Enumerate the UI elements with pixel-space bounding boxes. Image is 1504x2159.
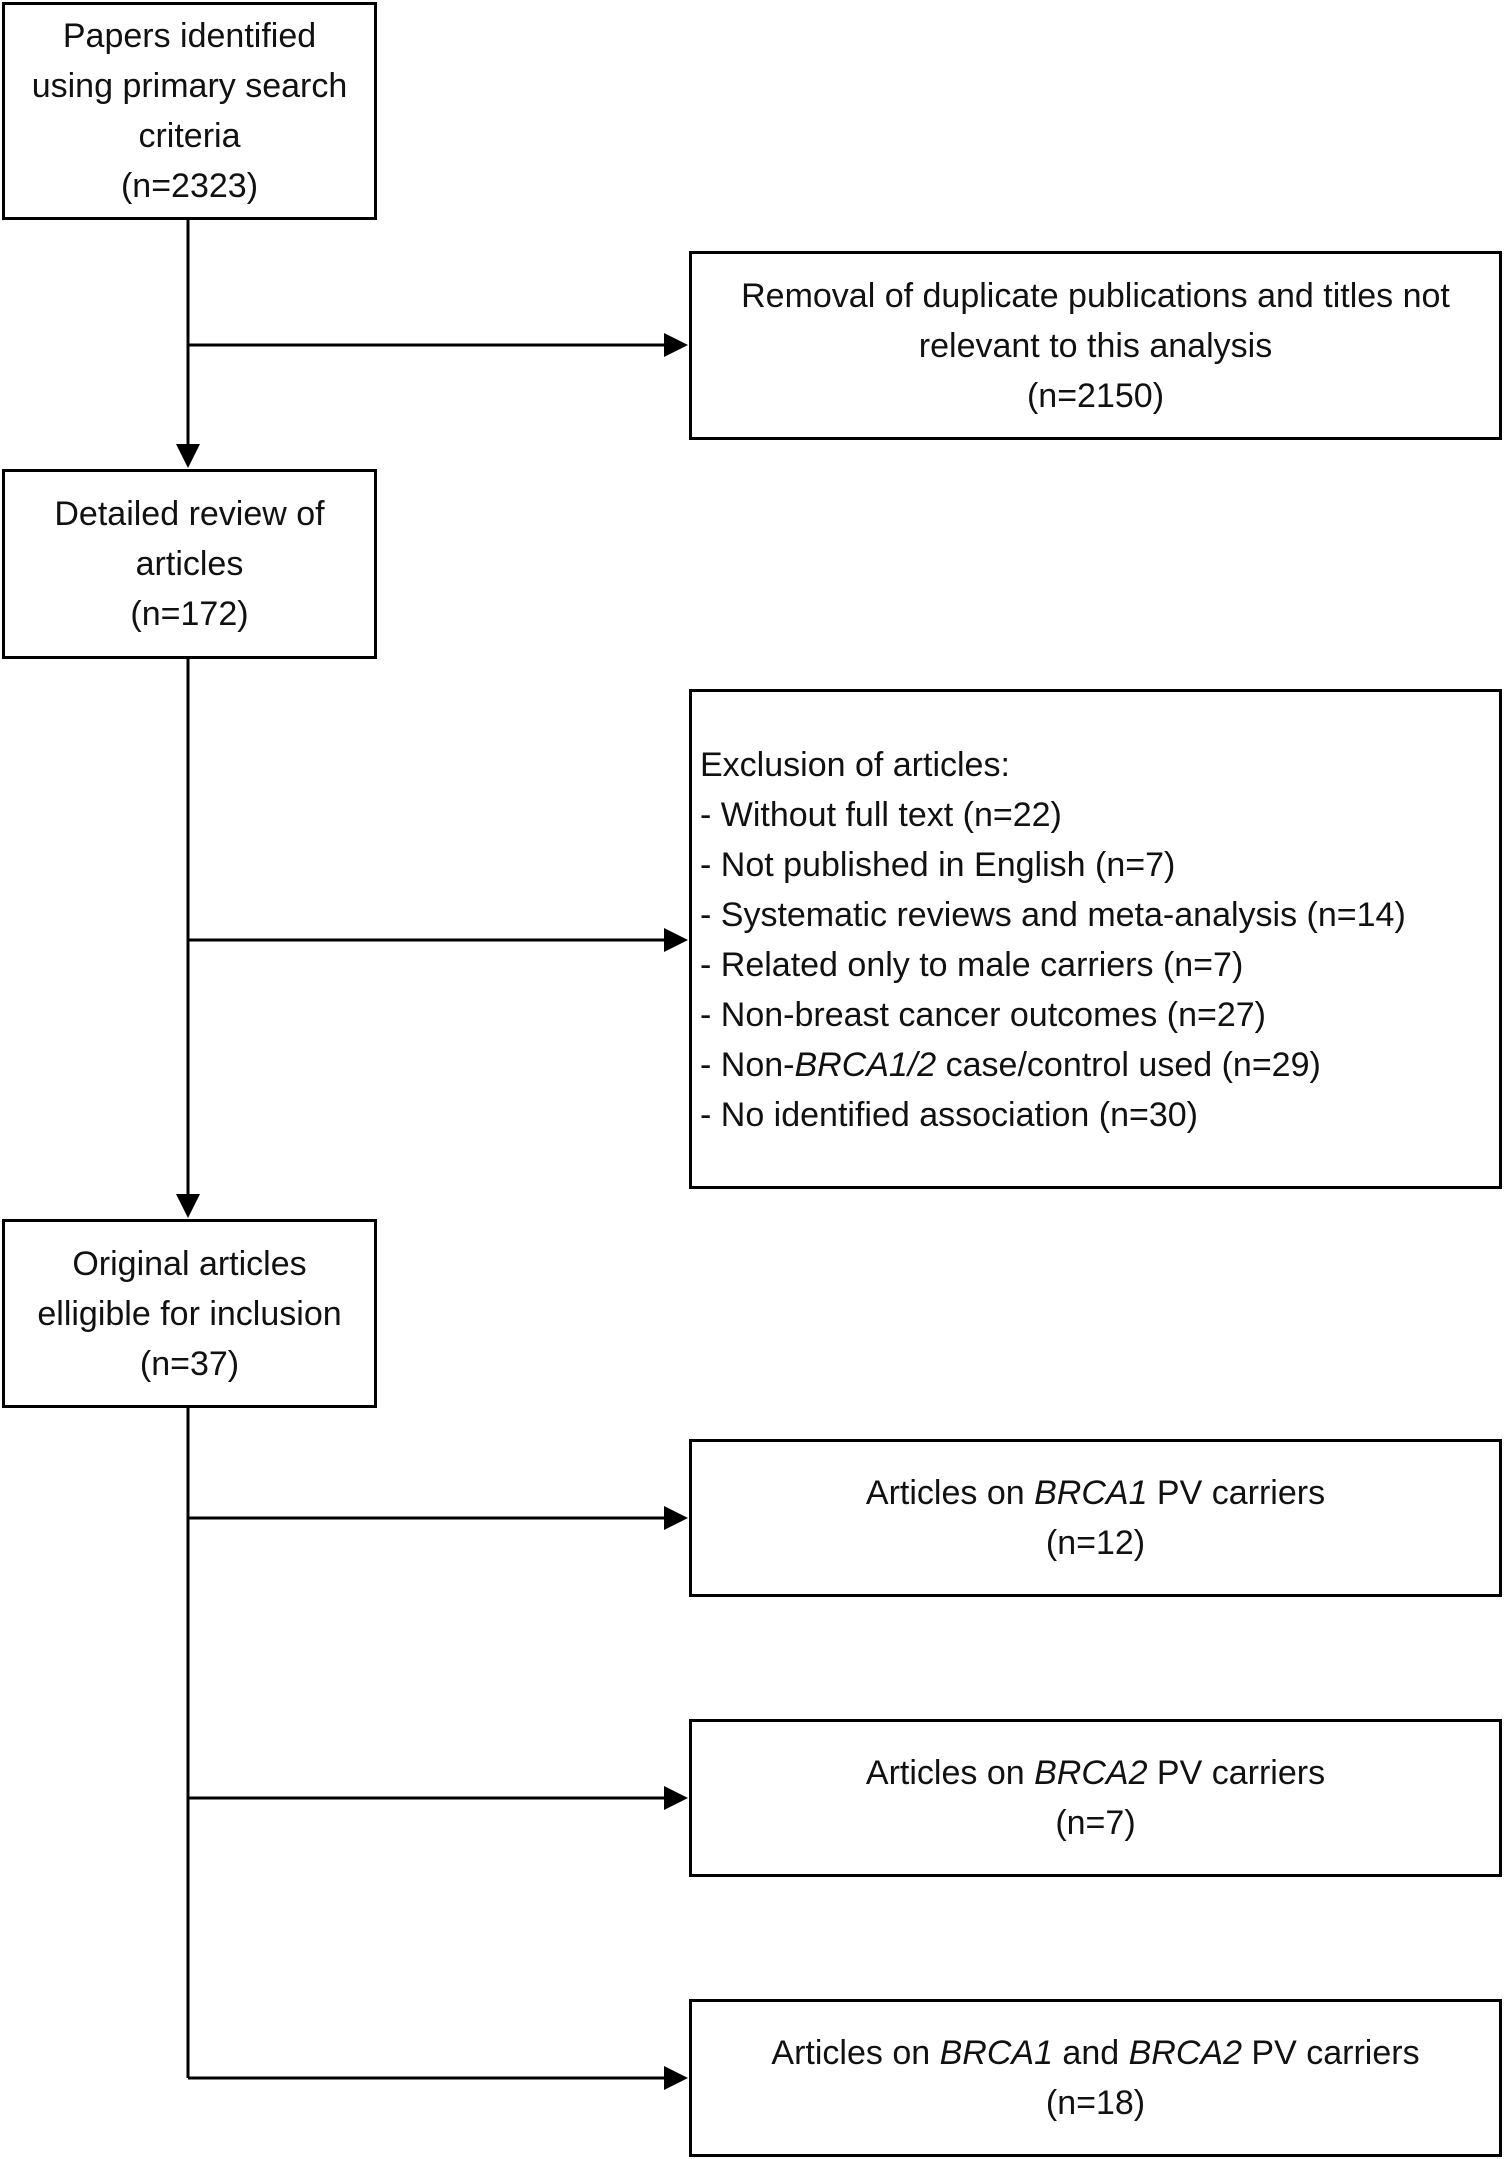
duplicates-line-1: Removal of duplicate publications and ti… xyxy=(741,276,1450,315)
exclusion-item-not-english: - Not published in English (n=7) xyxy=(700,846,1176,884)
identified-count: (n=2323) xyxy=(120,167,259,205)
both-prefix: Articles on xyxy=(771,2034,940,2072)
both-middle: and xyxy=(1052,2034,1129,2072)
both-box: Articles on BRCA1 and BRCA2 PV carriers … xyxy=(689,1999,1502,2157)
exclusion-non-brca-prefix: - Non- xyxy=(700,1046,795,1084)
duplicates-line-2: relevant to this analysis xyxy=(918,326,1273,365)
both-suffix: PV carriers xyxy=(1241,2034,1420,2072)
arrowhead-brca2 xyxy=(664,1786,688,1810)
brca2-prefix: Articles on xyxy=(865,1754,1035,1792)
review-count: (n=172) xyxy=(130,595,249,633)
brca1-label: Articles on BRCA1 PV carriers xyxy=(866,1468,1325,1518)
exclusion-box: Exclusion of articles: - Without full te… xyxy=(689,689,1502,1189)
arrowhead-review xyxy=(176,444,200,468)
both-count: (n=18) xyxy=(1045,2084,1146,2122)
duplicates-box: Removal of duplicate publications and ti… xyxy=(689,251,1502,440)
exclusion-heading: Exclusion of articles: xyxy=(700,746,1010,784)
arrowhead-brca1 xyxy=(664,1506,688,1530)
exclusion-item-no-full-text: - Without full text (n=22) xyxy=(700,796,1062,834)
brca2-suffix: PV carriers xyxy=(1147,1754,1326,1792)
review-box: Detailed review of articles (n=172) xyxy=(2,469,377,659)
brca1-box: Articles on BRCA1 PV carriers (n=12) xyxy=(689,1439,1502,1597)
brca2-gene: BRCA2 xyxy=(1034,1754,1148,1792)
arrowhead-eligible xyxy=(176,1194,200,1218)
brca2-box: Articles on BRCA2 PV carriers (n=7) xyxy=(689,1719,1502,1877)
identified-line-2: using primary search xyxy=(31,67,348,105)
exclusion-item-non-brca: - Non-BRCA1/2 case/control used (n=29) xyxy=(700,1040,1321,1090)
arrowhead-duplicates xyxy=(664,333,688,357)
eligible-line-1: Original articles xyxy=(72,1244,307,1283)
review-line-2: articles xyxy=(135,545,244,583)
brca2-count: (n=7) xyxy=(1055,1804,1136,1842)
arrowhead-both xyxy=(664,2066,688,2090)
eligible-count: (n=37) xyxy=(139,1344,240,1383)
brca1-prefix: Articles on xyxy=(865,1474,1035,1512)
brca1-count: (n=12) xyxy=(1045,1524,1146,1562)
exclusion-non-brca-suffix: case/control used (n=29) xyxy=(936,1046,1321,1084)
review-line-1: Detailed review of xyxy=(54,495,325,533)
both-label: Articles on BRCA1 and BRCA2 PV carriers xyxy=(771,2028,1419,2078)
exclusion-item-no-association: - No identified association (n=30) xyxy=(700,1096,1198,1134)
exclusion-item-reviews: - Systematic reviews and meta-analysis (… xyxy=(700,896,1406,934)
eligible-line-2: elligible for inclusion xyxy=(37,1294,342,1333)
duplicates-count: (n=2150) xyxy=(1026,376,1165,415)
exclusion-item-male-carriers: - Related only to male carriers (n=7) xyxy=(700,946,1244,984)
both-gene1: BRCA1 xyxy=(939,2034,1053,2072)
identified-box: Papers identified using primary search c… xyxy=(2,2,377,220)
identified-line-3: criteria xyxy=(138,117,241,155)
exclusion-item-non-breast: - Non-breast cancer outcomes (n=27) xyxy=(700,996,1266,1034)
brca2-label: Articles on BRCA2 PV carriers xyxy=(866,1748,1325,1798)
brca1-suffix: PV carriers xyxy=(1147,1474,1326,1512)
exclusion-non-brca-gene: BRCA1/2 xyxy=(794,1046,937,1084)
brca1-gene: BRCA1 xyxy=(1034,1474,1148,1512)
both-gene2: BRCA2 xyxy=(1128,2034,1242,2072)
arrowhead-exclusion xyxy=(664,928,688,952)
eligible-box: Original articles elligible for inclusio… xyxy=(2,1219,377,1408)
identified-line-1: Papers identified xyxy=(62,17,317,55)
